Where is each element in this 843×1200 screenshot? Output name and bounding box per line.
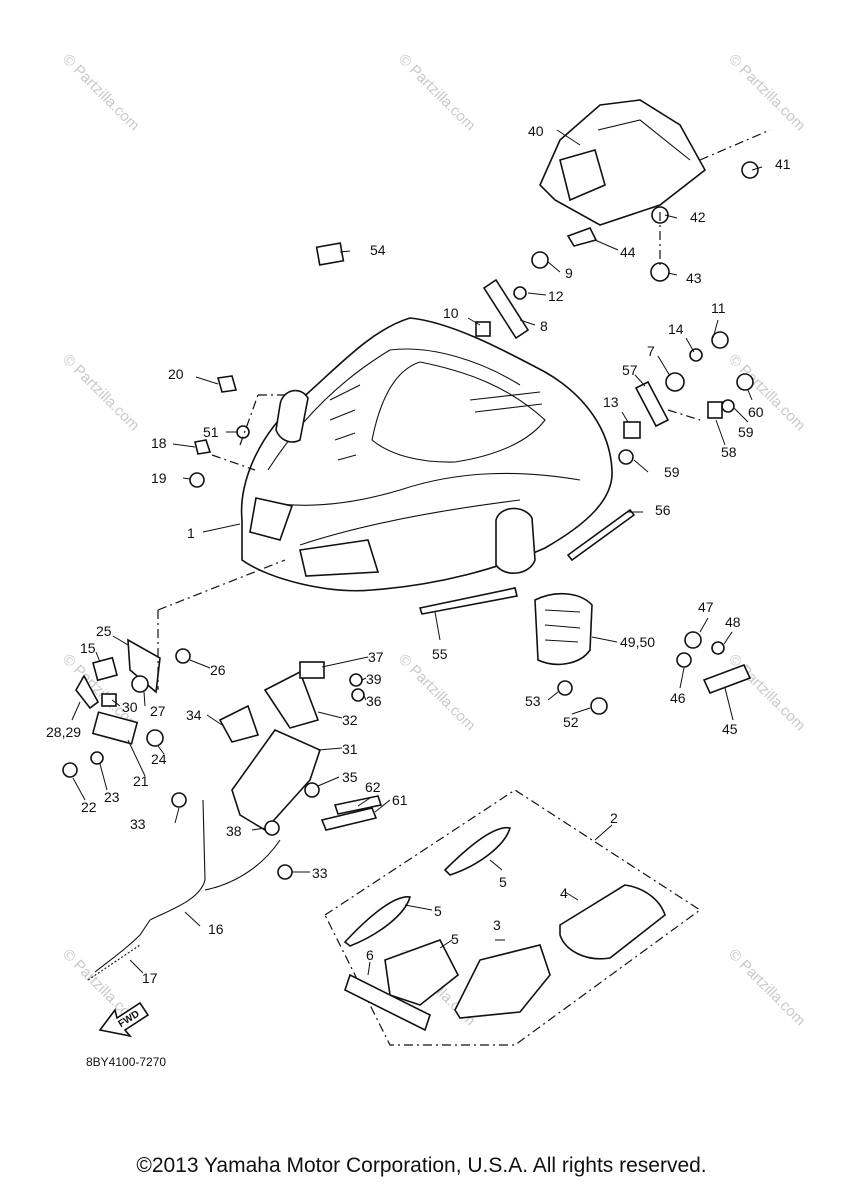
callout-label: 17 [142, 970, 158, 986]
callout-label: 46 [670, 690, 686, 706]
callout-label: 38 [226, 823, 242, 839]
callout-label: 2 [610, 810, 618, 826]
callout-label: 58 [721, 444, 737, 460]
watermark: © Partzilla.com [395, 51, 478, 134]
callout-label: 56 [655, 502, 671, 518]
callout-label: 41 [775, 156, 791, 172]
callout-label: 3 [493, 917, 501, 933]
callout-label: 36 [366, 693, 382, 709]
callout-label: 37 [368, 649, 384, 665]
watermark: © Partzilla.com [59, 51, 142, 134]
callout-label: 30 [122, 699, 138, 715]
small-parts-drawing [62, 161, 759, 880]
callout-label: 28,29 [46, 724, 81, 740]
callout-label: 48 [725, 614, 741, 630]
watermark: © Partzilla.com [725, 51, 808, 134]
callout-label: 54 [370, 242, 386, 258]
callout-label: 57 [622, 362, 638, 378]
callout-label: 60 [748, 404, 764, 420]
headlight-housing-drawing [539, 99, 707, 226]
callout-label: 19 [151, 470, 167, 486]
callout-label: 40 [528, 123, 544, 139]
callout-label: 52 [563, 714, 579, 730]
hood-drawing [240, 317, 613, 592]
callout-label: 5 [434, 903, 442, 919]
callout-label: 8 [540, 318, 548, 334]
callout-label: 14 [668, 321, 684, 337]
callout-label: 18 [151, 435, 167, 451]
callout-label: 62 [365, 779, 381, 795]
callout-label: 42 [690, 209, 706, 225]
side-cover-drawing [534, 592, 593, 666]
callout-label: 9 [565, 265, 573, 281]
callout-label: 5 [451, 931, 459, 947]
watermark: © Partzilla.com [725, 946, 808, 1029]
callout-label: 20 [168, 366, 184, 382]
callout-label: 33 [130, 816, 146, 832]
callout-label: 21 [133, 773, 149, 789]
callout-label: 32 [342, 712, 358, 728]
diagram-code: 8BY4100-7270 [86, 1055, 166, 1069]
watermark: © Partzilla.com [59, 351, 142, 434]
callout-label: 12 [548, 288, 564, 304]
callout-label: 45 [722, 721, 738, 737]
leader-lines [71, 129, 771, 976]
callout-labels: 1 2 3 4 5 5 5 6 7 8 9 10 11 12 13 14 15 … [46, 123, 791, 986]
callout-label: 51 [203, 424, 219, 440]
fwd-arrow: FWD [98, 1001, 150, 1038]
callout-label: 10 [443, 305, 459, 321]
callout-label: 49,50 [620, 634, 655, 650]
cable-drawing [87, 799, 281, 981]
callout-label: 4 [560, 885, 568, 901]
callout-label: 13 [603, 394, 619, 410]
callout-label: 33 [312, 865, 328, 881]
callout-label: 35 [342, 769, 358, 785]
callout-label: 39 [366, 671, 382, 687]
callout-label: 55 [432, 646, 448, 662]
watermark: © Partzilla.com [395, 651, 478, 734]
watermark: © Partzilla.com [725, 351, 808, 434]
callout-label: 11 [711, 300, 726, 316]
callout-label: 26 [210, 662, 226, 678]
callout-label: 44 [620, 244, 636, 260]
callout-label: 5 [499, 874, 507, 890]
callout-label: 1 [187, 525, 195, 541]
decal-kit-drawing [324, 789, 702, 1046]
callout-label: 31 [342, 741, 358, 757]
callout-label: 27 [150, 703, 166, 719]
callout-label: 61 [392, 792, 408, 808]
callout-label: 53 [525, 693, 541, 709]
callout-label: 23 [104, 789, 120, 805]
callout-label: 6 [366, 947, 374, 963]
callout-label: 22 [81, 799, 97, 815]
callout-label: 43 [686, 270, 702, 286]
callout-label: 15 [80, 640, 96, 656]
callout-label: 25 [96, 623, 112, 639]
callout-label: 59 [664, 464, 680, 480]
copyright-notice: ©2013 Yamaha Motor Corporation, U.S.A. A… [136, 1154, 707, 1177]
callout-label: 24 [151, 751, 167, 767]
callout-label: 16 [208, 921, 224, 937]
callout-label: 7 [647, 343, 655, 359]
callout-label: 34 [186, 707, 202, 723]
callout-label: 59 [738, 424, 754, 440]
callout-label: 47 [698, 599, 714, 615]
watermark: © Partzilla.com [725, 651, 808, 734]
